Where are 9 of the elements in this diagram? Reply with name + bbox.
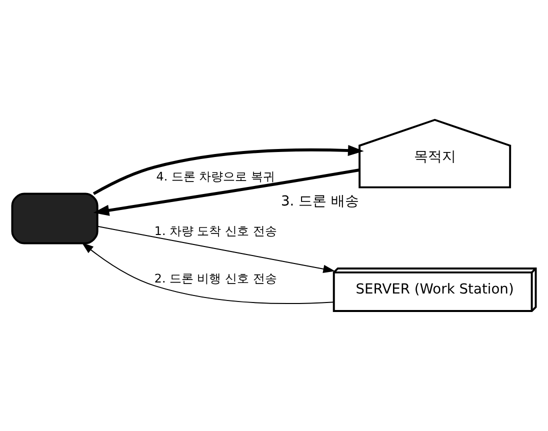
node-label: 3. 드론 배송: [280, 193, 359, 210]
edge-label: 2. 드론 비행 신호 전송: [154, 271, 277, 286]
arrow: [82, 242, 334, 304]
arrow: [93, 168, 360, 216]
node-car: [11, 192, 98, 244]
arrow: [92, 144, 364, 196]
edge-label: 1. 차량 도착 신호 전송: [154, 224, 277, 238]
arrow: [97, 226, 336, 274]
edge-label: 4. 드론 차량으로 복귀: [156, 170, 275, 184]
